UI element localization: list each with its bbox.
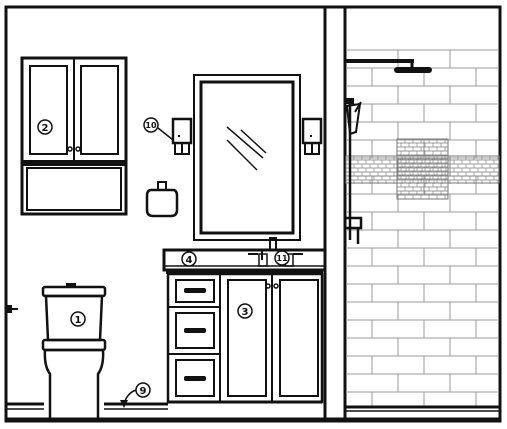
callout-sconce: 10 bbox=[143, 117, 174, 141]
shower-curb bbox=[345, 405, 500, 412]
mosaic-tile-accent bbox=[345, 138, 500, 200]
vanity-knob-right bbox=[273, 283, 279, 289]
vanity-drawer-middle bbox=[175, 312, 215, 349]
callout-toilet-label: 1 bbox=[75, 315, 82, 326]
towel-ring bbox=[145, 181, 179, 218]
vanity-knob-left bbox=[265, 283, 271, 289]
shower-slide-bar bbox=[345, 98, 362, 240]
base-molding bbox=[6, 402, 168, 410]
callout-countertop: 4 bbox=[181, 251, 197, 267]
vanity-base bbox=[166, 272, 324, 404]
callout-base-molding: 9 bbox=[120, 382, 151, 408]
shower-head bbox=[345, 59, 432, 73]
callout-vanity: 3 bbox=[237, 303, 253, 319]
cabinet-knob-right bbox=[75, 146, 81, 152]
upper-cabinet bbox=[20, 56, 128, 216]
shower-valve bbox=[343, 216, 363, 244]
callout-toilet: 1 bbox=[70, 311, 86, 327]
mosaic-frame bbox=[396, 138, 449, 200]
cabinet-knob-left bbox=[67, 146, 73, 152]
mirror bbox=[193, 74, 301, 241]
toilet bbox=[41, 283, 107, 421]
callout-sconce-label: 10 bbox=[145, 121, 157, 130]
shower-divider-wall bbox=[323, 7, 347, 421]
callout-countertop-label: 4 bbox=[186, 255, 193, 266]
vanity-drawer-top bbox=[175, 279, 215, 303]
callout-upper-cabinet: 2 bbox=[37, 119, 53, 135]
room-outline bbox=[4, 5, 502, 423]
sconce-right bbox=[301, 117, 323, 155]
sconce-left bbox=[171, 117, 193, 155]
callout-faucet: 11 bbox=[274, 250, 290, 266]
shower-tile-wall bbox=[346, 49, 499, 406]
callout-vanity-label: 3 bbox=[242, 307, 249, 318]
vanity-doors bbox=[227, 274, 319, 402]
toilet-paper-holder bbox=[6, 305, 18, 313]
callout-faucet-label: 11 bbox=[276, 254, 288, 263]
vanity-drawer-bottom bbox=[175, 359, 215, 397]
callout-base-molding-label: 9 bbox=[140, 386, 147, 397]
callout-upper-cabinet-label: 2 bbox=[42, 123, 49, 134]
